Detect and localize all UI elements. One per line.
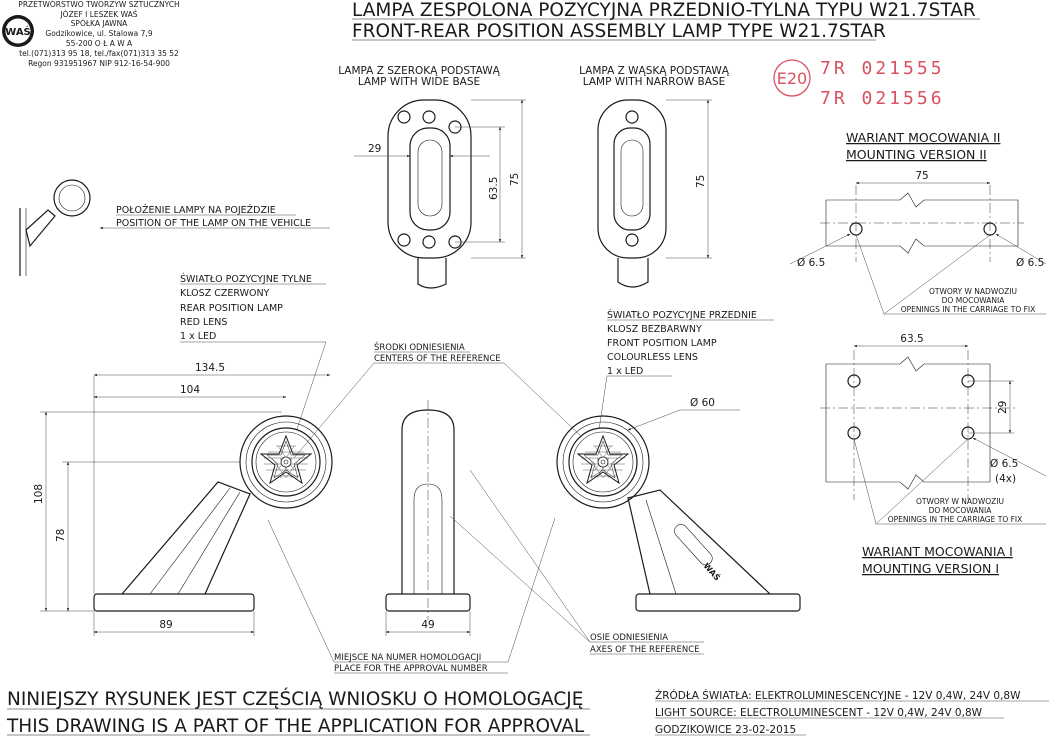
mounting-2-title-en: MOUNTING VERSION II (846, 147, 987, 162)
dim-mount1-29: 29 (997, 401, 1009, 414)
mount1-note-pl-1: OTWORY W NADWOZIU (916, 497, 1004, 506)
company-line-1: PRZETWÓRSTWO TWORZYW SZTUCZNYCH (18, 0, 179, 9)
rear-lamp-line-1: ŚWIATŁO POZYCYJNE TYLNE (180, 273, 312, 285)
footer-block: NINIEJSZY RYSUNEK JEST CZĘŚCIĄ WNIOSKU O… (6, 688, 1049, 737)
mount2-note-pl-1: OTWORY W NADWOZIU (929, 287, 1017, 296)
mount2-note-en: OPENINGS IN THE CARRIAGE TO FIX (901, 305, 1036, 314)
approval-number-2: 7R 021556 (820, 88, 945, 109)
dim-mount1-635: 63.5 (900, 333, 923, 345)
mounting-1-title-pl: WARIANT MOCOWANIA I (862, 544, 1013, 559)
rear-lamp-line-4: RED LENS (180, 317, 227, 328)
narrow-base-title-pl: LAMPA Z WĄSKĄ PODSTAWĄ (579, 65, 730, 77)
mount1-hole-count: (4x) (995, 473, 1016, 485)
dim-49: 49 (421, 619, 434, 631)
position-title-en: POSITION OF THE LAMP ON THE VEHICLE (116, 218, 311, 229)
rear-lamp-side-view: ŚWIATŁO POZYCYJNE TYLNE KLOSZ CZERWONY R… (33, 273, 333, 636)
title-pl: LAMPA ZESPOLONA POZYCYJNA PRZEDNIO-TYLNA… (352, 0, 976, 21)
body-mark: WAŚ (702, 560, 724, 583)
approval-number-1: 7R 021555 (820, 58, 945, 79)
title-en: FRONT-REAR POSITION ASSEMBLY LAMP TYPE W… (352, 21, 886, 42)
rear-lamp-line-3: REAR POSITION LAMP (180, 303, 283, 314)
mount1-note-en: OPENINGS IN THE CARRIAGE TO FIX (888, 515, 1023, 524)
wide-base-title-pl: LAMPA Z SZEROKĄ PODSTAWĄ (338, 65, 500, 77)
position-title-pl: POŁOŻENIE LAMPY NA POJEŹDZIE (116, 204, 276, 216)
front-lamp-line-2: KLOSZ BEZBARWNY (607, 324, 702, 335)
mount2-hole-right: Ø 6.5 (1016, 257, 1044, 269)
mount2-note-pl-2: DO MOCOWANIA (942, 296, 1006, 305)
front-lamp-line-3: FRONT POSITION LAMP (607, 338, 717, 349)
front-lamp-line-4: COLOURLESS LENS (607, 352, 698, 363)
rear-lamp-line-5: 1 x LED (180, 331, 216, 342)
centers-label-en: CENTERS OF THE REFERENCE (374, 354, 501, 364)
statement-pl: NINIEJSZY RYSUNEK JEST CZĘŚCIĄ WNIOSKU O… (7, 688, 583, 710)
axes-label-en: AXES OF THE REFERENCE (590, 645, 700, 655)
mounting-1-title-en: MOUNTING VERSION I (862, 561, 999, 576)
company-block: WAŚ PRZETWÓRSTWO TWORZYW SZTUCZNYCH JÓZE… (2, 0, 180, 68)
logo-text: WAŚ (5, 25, 31, 38)
mount2-hole-left: Ø 6.5 (797, 257, 825, 269)
company-city: 55-200 O Ł A W A (66, 39, 133, 48)
e-mark: E20 (777, 69, 807, 88)
narrow-base-title-en: LAMP WITH NARROW BASE (583, 76, 725, 88)
dim-wide-29: 29 (368, 143, 381, 155)
company-line-2: JÓZEF I LESZEK WAŚ (59, 10, 137, 19)
front-lamp-line-1: ŚWIATŁO POZYCYJNE PRZEDNIE (607, 309, 757, 321)
light-source-en: LIGHT SOURCE: ELECTROLUMINESCENT - 12V 0… (655, 707, 983, 719)
dim-89: 89 (159, 619, 172, 631)
mount1-hole: Ø 6.5 (990, 458, 1018, 470)
mounting-version-2: WARIANT MOCOWANIA II MOUNTING VERSION II… (789, 130, 1047, 315)
lamp-front-view: 49 (385, 400, 471, 636)
company-address: Godzikowice, ul. Stalowa 7,9 (45, 29, 152, 38)
dim-wide-75: 75 (509, 173, 521, 186)
was-logo: WAŚ (2, 15, 34, 47)
approval-place-pl: MIEJSCE NA NUMER HOMOLOGACJI (334, 653, 481, 663)
dim-wide-635: 63.5 (488, 177, 500, 200)
wide-base-title-en: LAMP WITH WIDE BASE (358, 76, 480, 88)
company-registration: Regon 931951967 NIP 912-16-54-900 (28, 59, 170, 68)
rear-lamp-line-2: KLOSZ CZERWONY (180, 288, 270, 299)
dim-d60: Ø 60 (690, 397, 715, 409)
dim-108: 108 (33, 484, 45, 504)
light-source-pl: ŹRÓDŁA ŚWIATŁA: ELEKTROLUMINESCENCYJNE -… (655, 689, 1021, 702)
dim-narrow-75: 75 (695, 175, 707, 188)
company-line-3: SPÓŁKA JAWNA (71, 19, 129, 28)
company-phone: tel.(071)313 95 18, tel./fax(071)313 35 … (19, 49, 179, 58)
mount1-note-pl-2: DO MOCOWANIA (929, 506, 993, 515)
rear-lamp-star-lens (251, 427, 321, 497)
dim-mount2-75: 75 (915, 170, 928, 182)
vehicle-position-view: POŁOŻENIE LAMPY NA POJEŹDZIE POSITION OF… (19, 179, 330, 276)
drawing-title: LAMPA ZESPOLONA POZYCYJNA PRZEDNIO-TYLNA… (352, 0, 980, 42)
approval-mark: E20 7R 021555 7R 021556 (773, 58, 945, 109)
axes-label-pl: OSIE ODNIESIENIA (590, 633, 668, 643)
front-lamp-star-lens (568, 427, 638, 497)
dim-78: 78 (55, 529, 67, 542)
dim-1345: 134.5 (195, 362, 225, 374)
place-date: GODZIKOWICE 23-02-2015 (655, 724, 796, 736)
approval-place-en: PLACE FOR THE APPROVAL NUMBER (334, 664, 488, 674)
reference-labels: ŚRODKI ODNIESIENIA CENTERS OF THE REFERE… (267, 341, 704, 674)
narrow-base-view: LAMPA Z WĄSKĄ PODSTAWĄ LAMP WITH NARROW … (579, 65, 730, 288)
mounting-version-1: 63.5 29 Ø 6.5 (4x) OTWORY W NADWOZIU DO … (820, 333, 1047, 576)
dim-104: 104 (180, 384, 200, 396)
front-lamp-side-view: ŚWIATŁO POZYCYJNE PRZEDNIE KLOSZ BEZBARW… (556, 309, 801, 612)
front-lamp-line-5: 1 x LED (607, 366, 643, 377)
mounting-2-title-pl: WARIANT MOCOWANIA II (846, 130, 1000, 145)
wide-base-view: LAMPA Z SZEROKĄ PODSTAWĄ LAMP WITH WIDE … (338, 65, 526, 289)
statement-en: THIS DRAWING IS A PART OF THE APPLICATIO… (6, 716, 585, 737)
centers-label-pl: ŚRODKI ODNIESIENIA (374, 341, 465, 353)
